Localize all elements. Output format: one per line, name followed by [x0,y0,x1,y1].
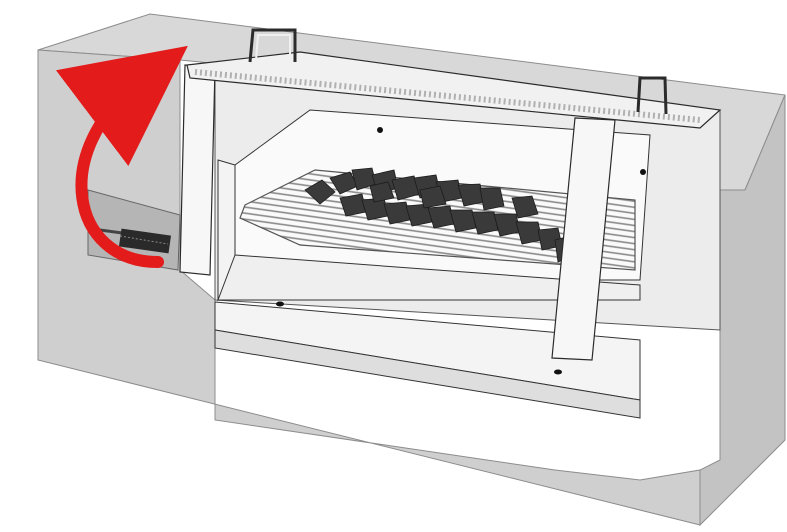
front-ash-lip-bottom [214,329,641,419]
right-lift-handle [636,76,668,115]
right-support-post [551,117,616,361]
left-support-post [179,64,216,276]
curved-lift-arrow [55,45,188,268]
lip-rivet-left [276,301,284,307]
grill-brush-icon [99,228,172,254]
lip-rivet-right [554,369,562,375]
left-lift-handle-inner [255,34,291,61]
charcoal-pile [304,167,573,263]
back-rivet-right [640,169,646,175]
left-lift-handle [248,28,297,63]
firebox-floor [217,254,641,301]
back-rivet-left [377,127,383,133]
cooking-grill [186,51,722,129]
